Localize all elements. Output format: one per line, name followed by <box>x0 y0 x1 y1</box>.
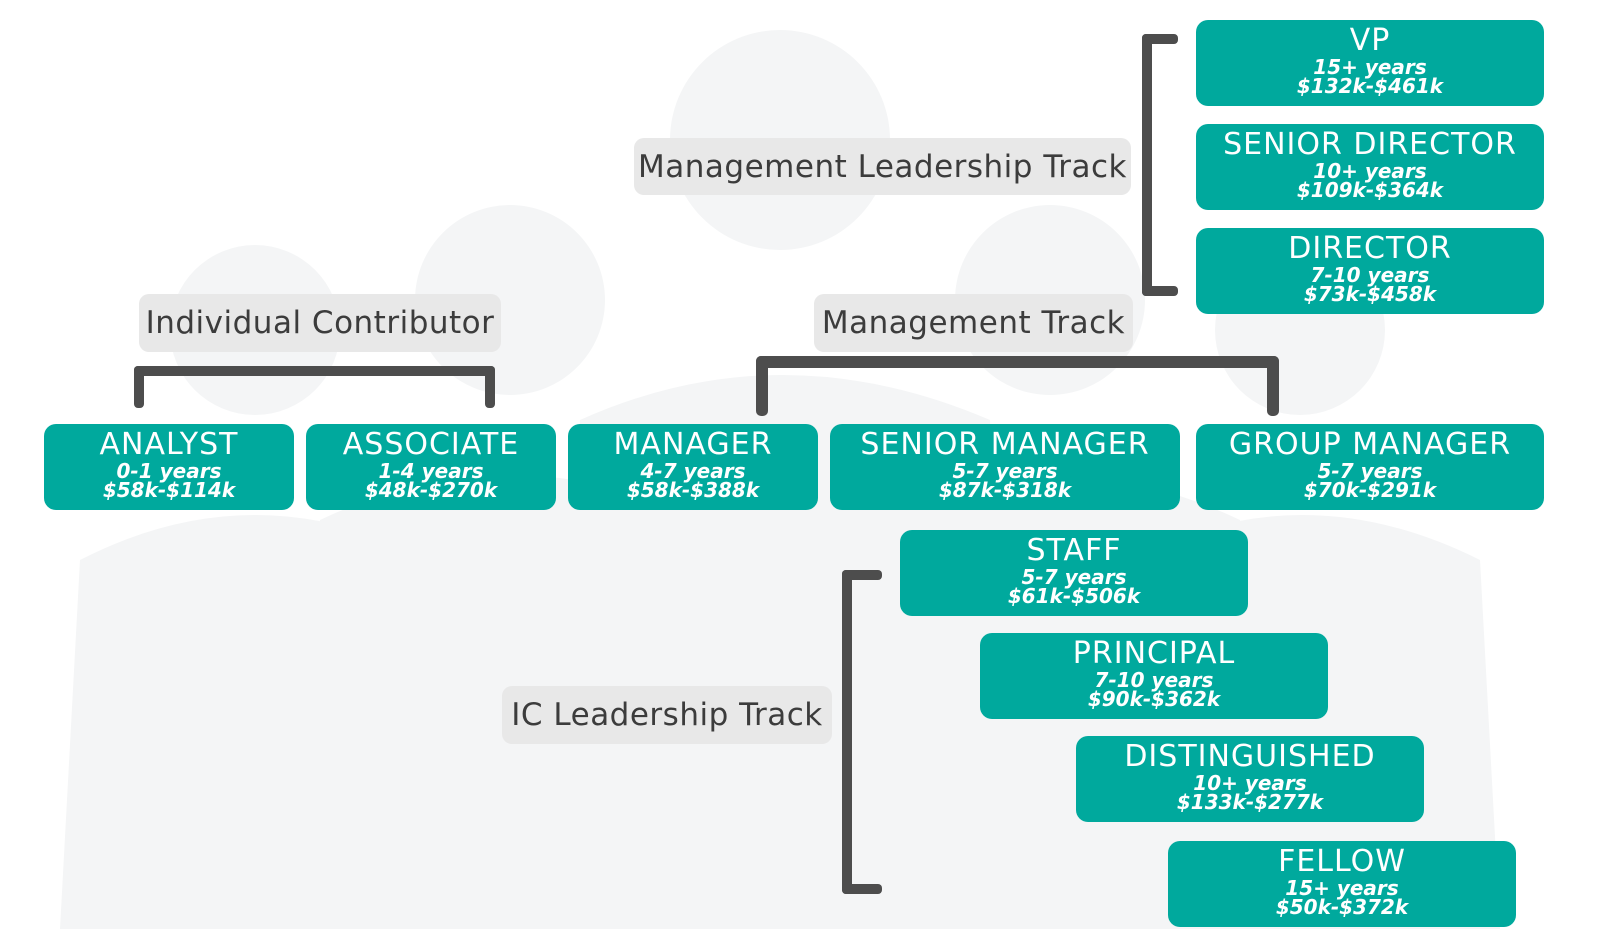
role-years: 15+ years <box>1285 876 1399 900</box>
role-pay-range: $58k-$114k <box>102 478 236 502</box>
role-title: FELLOW <box>1278 844 1406 879</box>
role-years: 15+ years <box>1313 55 1427 79</box>
role-pay-range: $70k-$291k <box>1303 478 1437 502</box>
role-title: SENIOR MANAGER <box>860 427 1150 462</box>
role-card-senior-manager: SENIOR MANAGER 5-7 years $87k-$318k <box>830 424 1180 510</box>
role-card-distinguished: DISTINGUISHED 10+ years $133k-$277k <box>1076 736 1424 822</box>
role-years: 5-7 years <box>1021 565 1127 589</box>
role-pay-range: $132k-$461k <box>1296 74 1444 98</box>
label-ic-leadership-track: IC Leadership Track <box>502 686 832 744</box>
role-title: STAFF <box>1026 533 1122 568</box>
role-title: DIRECTOR <box>1288 231 1452 266</box>
role-title: PRINCIPAL <box>1072 636 1236 671</box>
role-years: 4-7 years <box>640 459 746 483</box>
role-years: 10+ years <box>1313 159 1427 183</box>
role-years: 7-10 years <box>1310 263 1430 287</box>
role-title: VP <box>1349 23 1391 58</box>
role-title: GROUP MANAGER <box>1228 427 1512 462</box>
role-pay-range: $73k-$458k <box>1303 282 1437 306</box>
label-management-leadership-track: Management Leadership Track <box>634 138 1131 195</box>
role-title: MANAGER <box>613 427 773 462</box>
role-card-manager: MANAGER 4-7 years $58k-$388k <box>568 424 818 510</box>
role-pay-range: $90k-$362k <box>1087 687 1221 711</box>
silhouette-body <box>60 515 450 929</box>
role-years: 7-10 years <box>1094 668 1214 692</box>
role-card-senior-director: SENIOR DIRECTOR 10+ years $109k-$364k <box>1196 124 1544 210</box>
role-pay-range: $48k-$270k <box>364 478 498 502</box>
role-card-principal: PRINCIPAL 7-10 years $90k-$362k <box>980 633 1328 719</box>
role-card-vp: VP 15+ years $132k-$461k <box>1196 20 1544 106</box>
role-pay-range: $109k-$364k <box>1296 178 1444 202</box>
role-card-associate: ASSOCIATE 1-4 years $48k-$270k <box>306 424 556 510</box>
role-title: ANALYST <box>99 427 239 462</box>
role-years: 10+ years <box>1193 771 1307 795</box>
role-years: 5-7 years <box>952 459 1058 483</box>
role-years: 0-1 years <box>116 459 222 483</box>
role-years: 5-7 years <box>1317 459 1423 483</box>
role-card-staff: STAFF 5-7 years $61k-$506k <box>900 530 1248 616</box>
role-pay-range: $58k-$388k <box>626 478 760 502</box>
role-pay-range: $133k-$277k <box>1176 790 1324 814</box>
label-individual-contributor: Individual Contributor <box>139 294 501 352</box>
role-card-group-manager: GROUP MANAGER 5-7 years $70k-$291k <box>1196 424 1544 510</box>
role-pay-range: $61k-$506k <box>1007 584 1141 608</box>
role-card-analyst: ANALYST 0-1 years $58k-$114k <box>44 424 294 510</box>
role-card-fellow: FELLOW 15+ years $50k-$372k <box>1168 841 1516 927</box>
role-pay-range: $87k-$318k <box>938 478 1072 502</box>
role-pay-range: $50k-$372k <box>1275 895 1409 919</box>
role-years: 1-4 years <box>378 459 484 483</box>
role-title: SENIOR DIRECTOR <box>1223 127 1517 162</box>
label-management-track: Management Track <box>814 294 1133 352</box>
role-title: ASSOCIATE <box>342 427 520 462</box>
role-title: DISTINGUISHED <box>1124 739 1376 774</box>
silhouette-body <box>1110 515 1500 929</box>
role-card-director: DIRECTOR 7-10 years $73k-$458k <box>1196 228 1544 314</box>
